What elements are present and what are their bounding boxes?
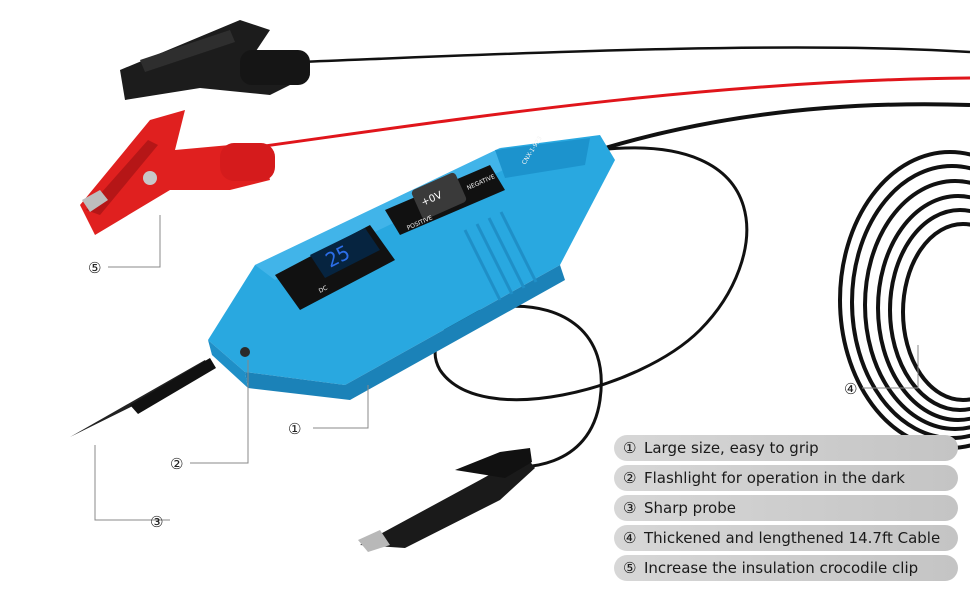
black-small-crocodile-clip [358, 448, 535, 552]
black-crocodile-clip [120, 20, 310, 100]
coiled-cable [838, 150, 970, 450]
feature-item: ⑤ Increase the insulation crocodile clip [614, 555, 958, 581]
lcd-screen [310, 228, 380, 278]
feature-number: ④ [623, 529, 637, 547]
callout-2: ② [170, 455, 183, 473]
feature-number: ⑤ [623, 559, 637, 577]
feature-text: Large size, easy to grip [644, 439, 819, 457]
feature-item: ② Flashlight for operation in the dark [614, 465, 958, 491]
probe-needle [70, 358, 216, 437]
feature-text: Flashlight for operation in the dark [644, 469, 905, 487]
spec-label-area [495, 138, 590, 178]
callout-1: ① [288, 420, 301, 438]
callout-5: ⑤ [88, 259, 101, 277]
flashlight-icon [240, 347, 250, 357]
callout-lines [94, 215, 919, 521]
feature-item: ① Large size, easy to grip [614, 435, 958, 461]
feature-number: ① [623, 439, 637, 457]
grip-ribs [463, 211, 538, 301]
feature-item: ③ Sharp probe [614, 495, 958, 521]
callout-3: ③ [150, 513, 163, 531]
black-cable [299, 46, 970, 64]
feature-list: ① Large size, easy to grip ② Flashlight … [614, 435, 958, 585]
power-switch[interactable] [411, 172, 468, 221]
lcd-unit-label: DC [318, 285, 329, 295]
probe-cable-loop [433, 146, 749, 469]
callout-4: ④ [844, 380, 857, 398]
red-cable [249, 76, 970, 150]
feature-text: Thickened and lengthened 14.7ft Cable [644, 529, 941, 547]
feature-text: Sharp probe [644, 499, 736, 517]
tester-body: 25 DC +0V POSITIVE NEGATIVE CNX-1-923 [208, 135, 615, 400]
feature-item: ④ Thickened and lengthened 14.7ft Cable [614, 525, 958, 551]
feature-number: ② [623, 469, 637, 487]
red-crocodile-clip [80, 110, 275, 235]
feature-number: ③ [623, 499, 637, 517]
main-black-cable [604, 102, 970, 150]
feature-text: Increase the insulation crocodile clip [644, 559, 919, 577]
